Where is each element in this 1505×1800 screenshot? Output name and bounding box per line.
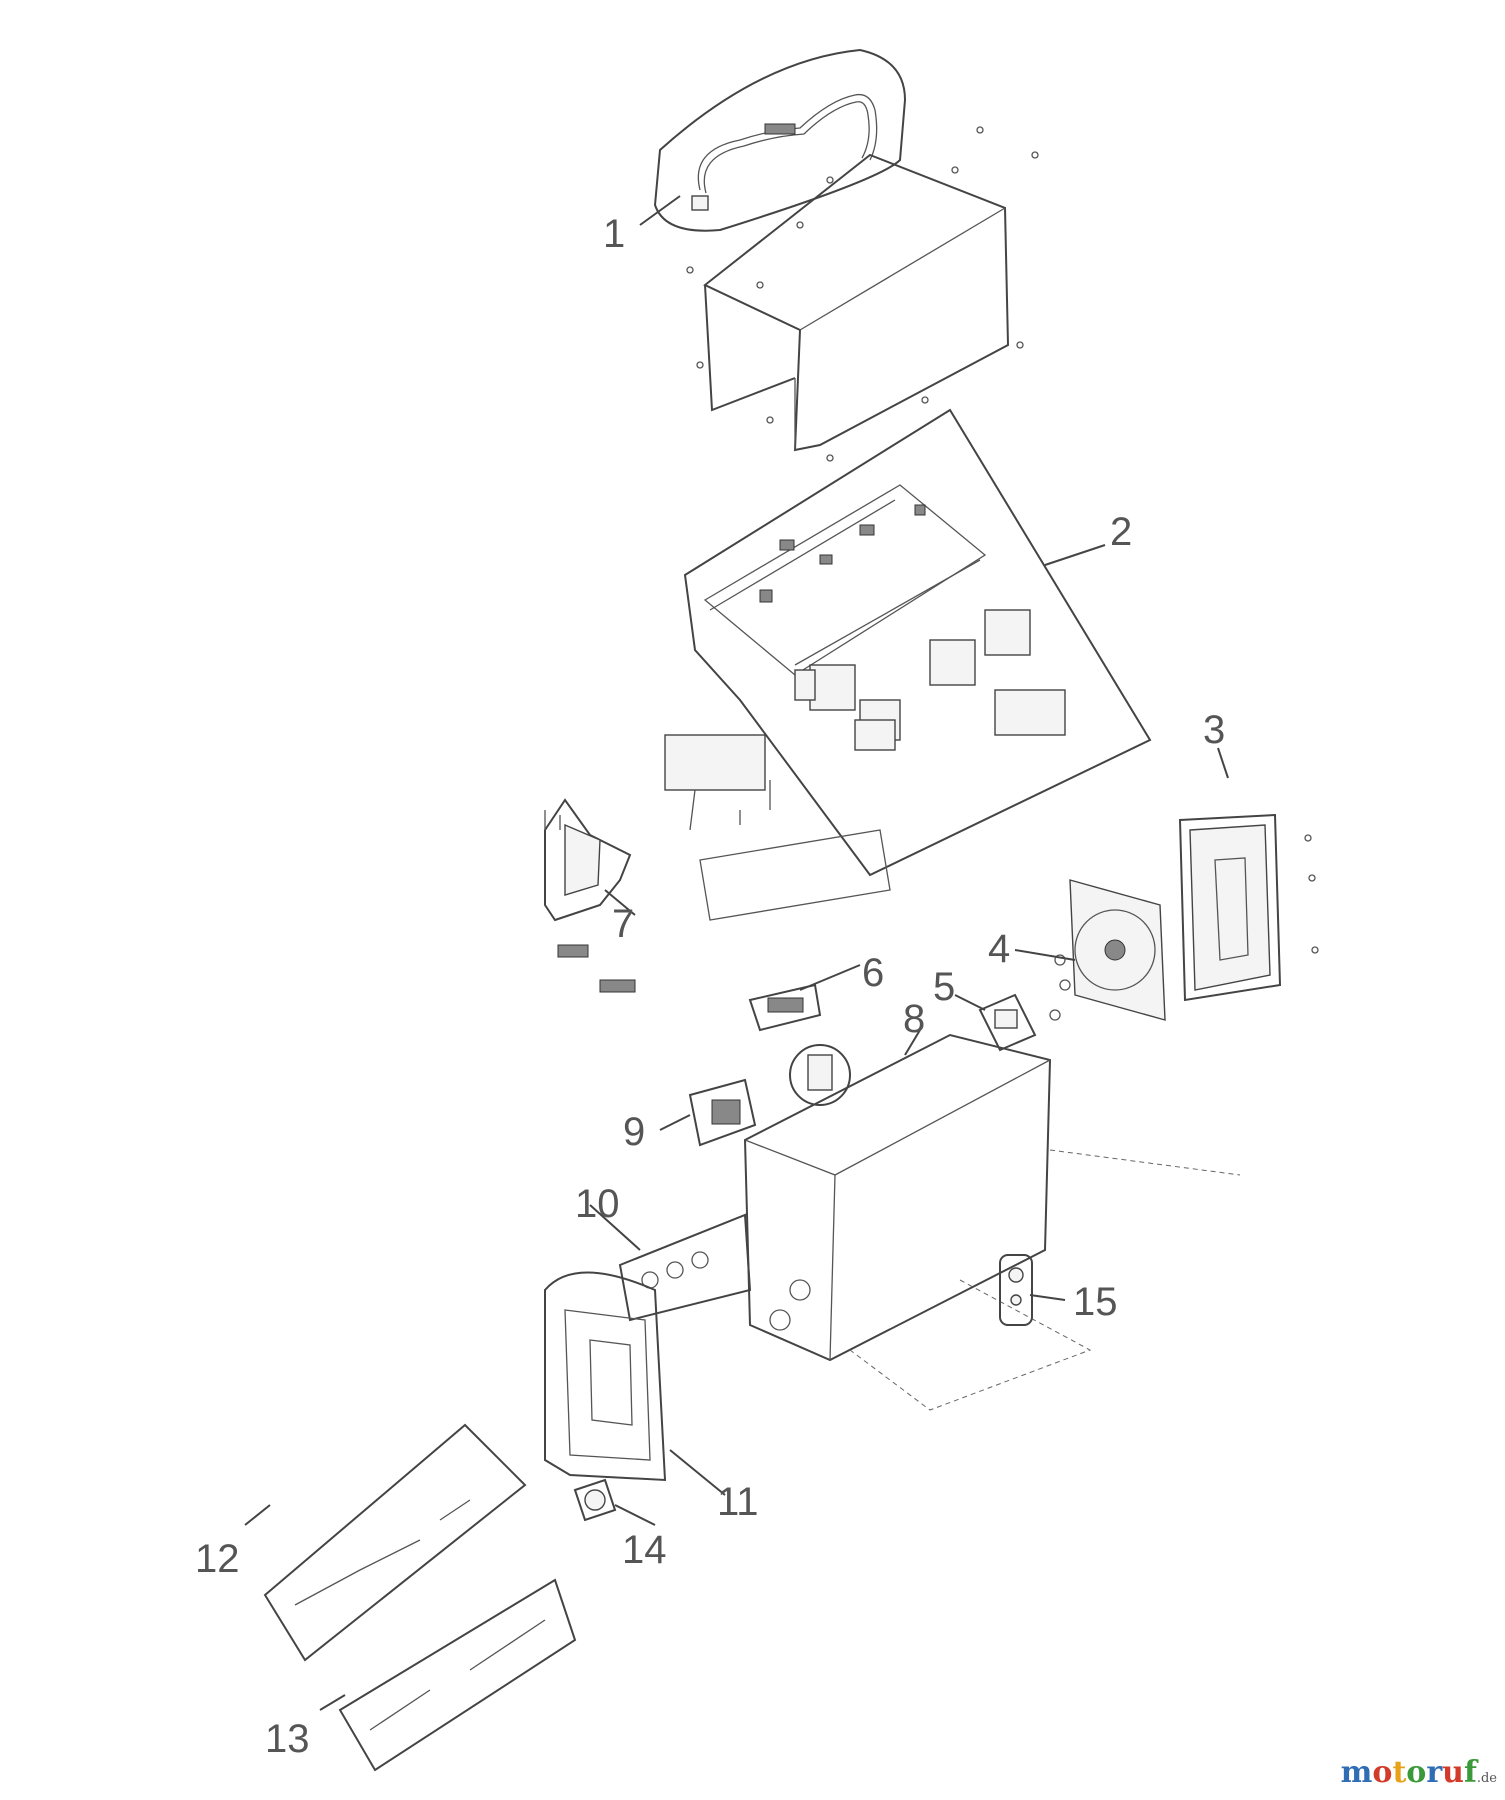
watermark-letter: t xyxy=(1392,1755,1407,1790)
part-13-electrode-holder xyxy=(338,1578,577,1772)
watermark-letter: o xyxy=(1372,1755,1393,1790)
leader-lines xyxy=(244,195,1229,1711)
part-15-foot xyxy=(999,1254,1033,1326)
part-label-9: 9 xyxy=(623,1110,645,1154)
part-label-1: 1 xyxy=(603,212,625,256)
part-9-module xyxy=(688,1078,757,1147)
watermark-tld: .de xyxy=(1476,1771,1497,1786)
part-8-potentiometer xyxy=(789,1044,851,1106)
part-label-6: 6 xyxy=(862,951,884,995)
part-label-5: 5 xyxy=(933,965,955,1009)
watermark-logo: motoruf.de xyxy=(1341,1755,1497,1790)
part-10-terminals xyxy=(618,1213,752,1322)
part-4-fan xyxy=(1049,879,1166,1021)
part-14-socket xyxy=(573,1478,617,1522)
housing-cover xyxy=(686,126,1039,462)
part-3-rear-panel xyxy=(1178,813,1319,1002)
part-label-12: 12 xyxy=(195,1537,240,1581)
part-5-switch xyxy=(978,993,1037,1052)
part-label-4: 4 xyxy=(988,927,1010,971)
watermark-letter: u xyxy=(1442,1755,1464,1790)
part-6-rectifier xyxy=(748,983,822,1032)
part-12-earth-cable xyxy=(263,1423,527,1662)
watermark-letter: r xyxy=(1426,1755,1443,1790)
part-7-transformer-assembly xyxy=(544,734,891,993)
part-11-front-panel xyxy=(544,1271,667,1482)
part-1-cable-harness xyxy=(653,48,907,232)
part-label-2: 2 xyxy=(1110,510,1132,554)
part-label-15: 15 xyxy=(1073,1280,1118,1324)
part-label-3: 3 xyxy=(1203,708,1225,752)
watermark-name: motoruf xyxy=(1341,1755,1477,1790)
chassis-frame xyxy=(743,1033,1241,1411)
part-label-8: 8 xyxy=(903,997,925,1041)
part-number-labels: 1 2 3 4 5 6 7 8 9 10 11 12 13 14 15 xyxy=(195,212,1225,1761)
part-label-7: 7 xyxy=(612,902,634,946)
part-label-14: 14 xyxy=(622,1528,667,1572)
part-label-13: 13 xyxy=(265,1717,310,1761)
watermark-letter: m xyxy=(1340,1755,1373,1790)
part-label-10: 10 xyxy=(575,1182,620,1226)
part-label-11: 11 xyxy=(717,1480,759,1524)
watermark-letter: o xyxy=(1406,1755,1427,1790)
watermark-letter: f xyxy=(1463,1755,1477,1790)
part-2-pcb-assembly xyxy=(683,408,1152,877)
